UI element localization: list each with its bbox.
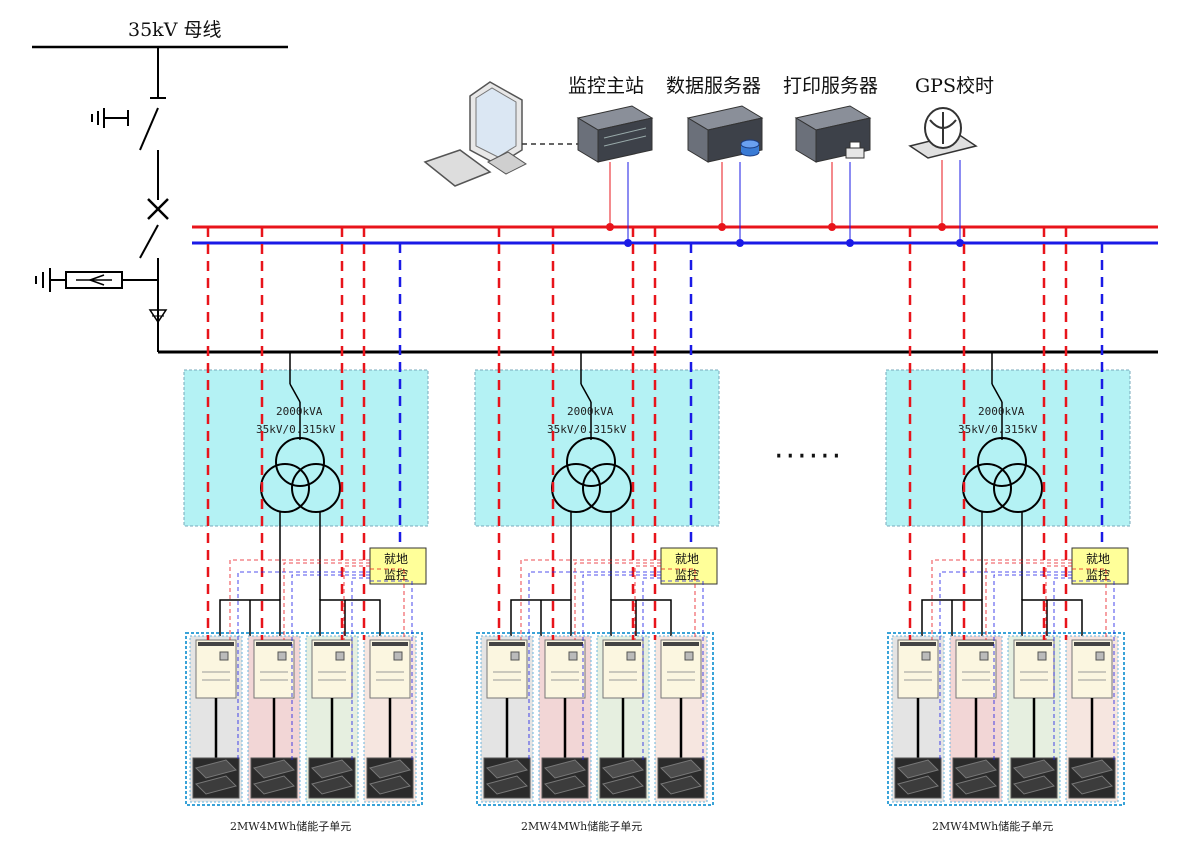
local-monitor-label-1: 就地	[384, 552, 408, 566]
battery-pack-icon	[657, 757, 705, 799]
print-server-icon	[794, 105, 872, 163]
pcs-battery-string	[1065, 635, 1119, 803]
more-units-ellipsis: ······	[774, 439, 843, 474]
battery-pack-icon	[1068, 757, 1116, 799]
battery-pack-icon	[308, 757, 356, 799]
battery-pack-icon	[599, 757, 647, 799]
battery-pack-icon	[250, 757, 298, 799]
storage-subunit-enclosure	[185, 632, 423, 806]
bus-label: 35kV 母线	[128, 19, 221, 41]
battery-pack-icon	[483, 757, 531, 799]
storage-subunit-enclosure	[476, 632, 714, 806]
battery-pack-icon	[894, 757, 942, 799]
battery-pack-icon	[366, 757, 414, 799]
pcs-inverter-icon	[486, 639, 528, 699]
pcs-inverter-icon	[602, 639, 644, 699]
local-monitor-label-2: 监控	[675, 568, 699, 582]
server-icon	[576, 105, 654, 163]
transformer-voltage: 35kV/0.315kV	[547, 423, 627, 436]
storage-subunit-enclosure	[887, 632, 1125, 806]
station-label-gps: GPS校时	[915, 75, 994, 97]
local-monitor-label-2: 监控	[1086, 568, 1110, 582]
station-label-print: 打印服务器	[783, 75, 878, 97]
storage-unit-label: 2MW4MWh储能子单元	[932, 819, 1053, 833]
cable-terminal-icon	[148, 309, 168, 324]
storage-unit-label: 2MW4MWh储能子单元	[521, 819, 642, 833]
pcs-battery-string	[480, 635, 534, 803]
transformer-voltage: 35kV/0.315kV	[256, 423, 336, 436]
station-servers: 监控主站 数据服务器 打印服务器 GPS校时	[568, 75, 994, 247]
computer-workstation-icon	[423, 81, 580, 187]
pcs-inverter-icon	[897, 639, 939, 699]
pcs-battery-string	[363, 635, 417, 803]
transformer-voltage: 35kV/0.315kV	[958, 423, 1038, 436]
database-server-icon	[686, 105, 764, 163]
pcs-battery-string	[247, 635, 301, 803]
pcs-battery-string	[654, 635, 708, 803]
pcs-battery-string	[891, 635, 945, 803]
pcs-battery-string	[1007, 635, 1061, 803]
transformer-enclosure	[885, 369, 1131, 527]
storage-units: 2000kVA35kV/0.315kV就地监控2MW4MWh储能子单元2000k…	[183, 227, 1131, 833]
transformer-rating: 2000kVA	[276, 405, 323, 418]
pcs-inverter-icon	[195, 639, 237, 699]
storage-unit-label: 2MW4MWh储能子单元	[230, 819, 351, 833]
transformer-enclosure	[183, 369, 429, 527]
local-monitor-label-1: 就地	[675, 552, 699, 566]
pcs-battery-string	[949, 635, 1003, 803]
pcs-inverter-icon	[544, 639, 586, 699]
pcs-battery-string	[189, 635, 243, 803]
pcs-inverter-icon	[369, 639, 411, 699]
circuit-breaker-icon	[147, 198, 169, 220]
battery-pack-icon	[1010, 757, 1058, 799]
station-label-monitor: 监控主站	[568, 75, 644, 97]
pcs-inverter-icon	[955, 639, 997, 699]
pcs-inverter-icon	[660, 639, 702, 699]
transformer-enclosure	[474, 369, 720, 527]
battery-pack-icon	[952, 757, 1000, 799]
pcs-inverter-icon	[1071, 639, 1113, 699]
ground-switch-icon	[91, 108, 129, 128]
battery-pack-icon	[192, 757, 240, 799]
pcs-inverter-icon	[311, 639, 353, 699]
local-monitor-label-2: 监控	[384, 568, 408, 582]
transformer-rating: 2000kVA	[978, 405, 1025, 418]
gps-clock-icon	[908, 107, 978, 159]
pcs-battery-string	[538, 635, 592, 803]
local-monitor-label-1: 就地	[1086, 552, 1110, 566]
pcs-battery-string	[596, 635, 650, 803]
transformer-rating: 2000kVA	[567, 405, 614, 418]
battery-pack-icon	[541, 757, 589, 799]
pcs-inverter-icon	[253, 639, 295, 699]
main-switchgear: 35kV 母线	[32, 19, 1158, 354]
pcs-battery-string	[305, 635, 359, 803]
station-label-data: 数据服务器	[666, 75, 761, 97]
pcs-inverter-icon	[1013, 639, 1055, 699]
surge-arrester-icon	[35, 268, 158, 292]
